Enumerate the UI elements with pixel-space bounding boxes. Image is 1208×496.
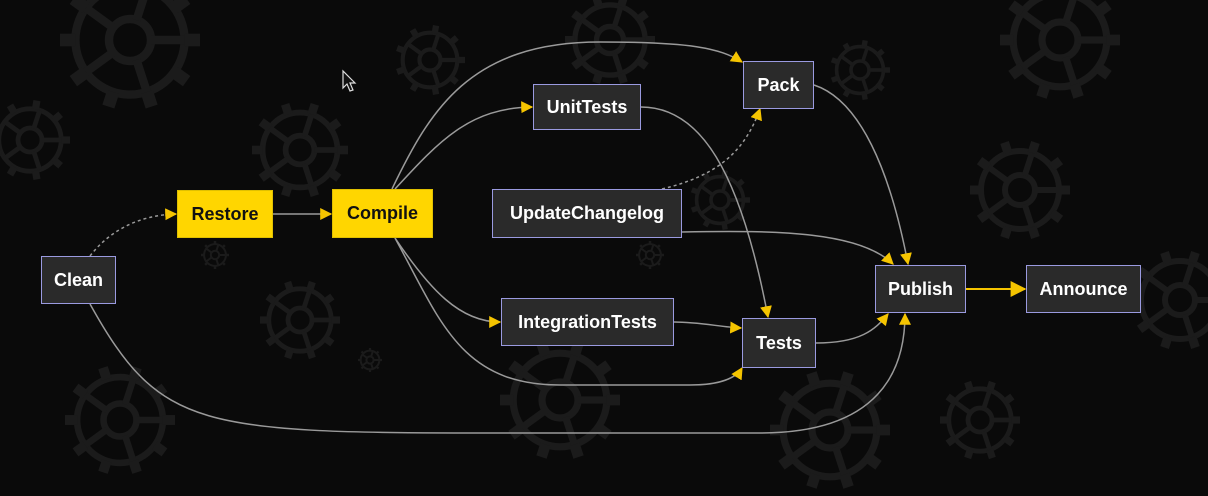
node-clean[interactable]: Clean (41, 256, 116, 304)
edge-integrationtests-to-tests (673, 321, 743, 334)
edge-clean-to-restore (89, 208, 178, 257)
node-compile[interactable]: Compile (332, 189, 433, 238)
edge-clean-to-publish (89, 303, 911, 434)
edge-tests-to-publish (815, 313, 889, 344)
edge-compile-to-integrationtests (394, 237, 502, 328)
node-announce[interactable]: Announce (1026, 265, 1141, 313)
node-restore[interactable]: Restore (177, 190, 273, 238)
node-unittests[interactable]: UnitTests (533, 84, 641, 130)
edge-compile-to-tests (394, 237, 743, 386)
edge-updatechangelog-to-publish (681, 230, 894, 265)
edge-pack-to-publish (813, 84, 912, 266)
node-tests[interactable]: Tests (742, 318, 816, 368)
edge-updatechangelog-to-pack (661, 107, 762, 190)
node-publish[interactable]: Publish (875, 265, 966, 313)
node-updatechangelog[interactable]: UpdateChangelog (492, 189, 682, 238)
edge-unittests-to-tests (640, 106, 772, 319)
node-pack[interactable]: Pack (743, 61, 814, 109)
edge-compile-to-pack (391, 41, 744, 190)
edge-compile-to-unittests (394, 101, 534, 190)
node-integrationtests[interactable]: IntegrationTests (501, 298, 674, 346)
